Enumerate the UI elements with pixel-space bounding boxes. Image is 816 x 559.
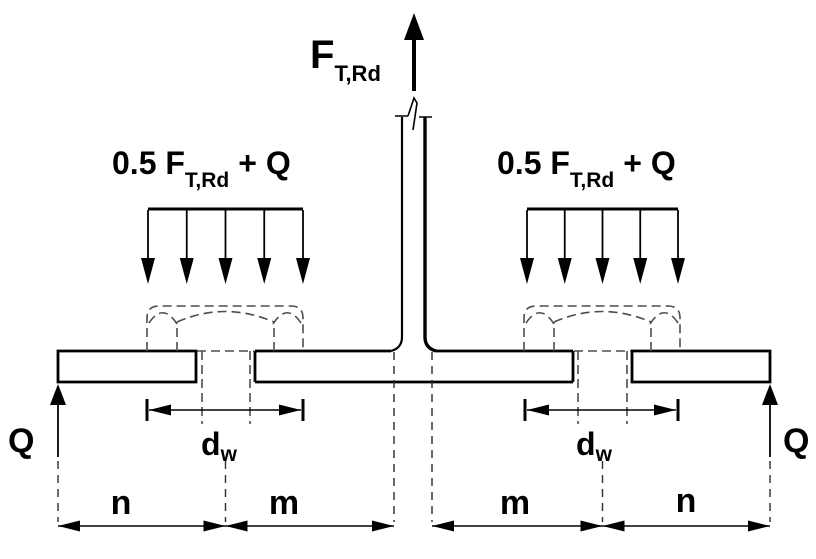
flange-middle-segment	[253, 349, 575, 384]
dim-arrow-icon	[372, 520, 394, 532]
dim-arrow-icon	[527, 404, 549, 416]
dimension-n-m-left	[58, 520, 394, 532]
prying-force-label-right: Q	[783, 422, 809, 460]
load-arrow-head-icon	[633, 258, 648, 284]
dim-label-n-right: n	[676, 482, 697, 520]
distributed-load-left	[141, 207, 310, 284]
washer-dim-label-left: dw	[201, 426, 238, 466]
load-arrow-head-icon	[257, 258, 272, 284]
dim-arrow-icon	[58, 520, 80, 532]
prying-force-label-left: Q	[8, 422, 34, 460]
q-arrow-head-icon	[50, 384, 66, 405]
distributed-load-label-right: 0.5 FT,Rd+ Q	[497, 145, 676, 192]
dim-arrow-icon	[203, 520, 226, 532]
flange-left-segment	[56, 349, 198, 384]
load-arrow-head-icon	[595, 258, 610, 284]
dim-arrow-icon	[432, 520, 454, 532]
tension-force-label: FT,Rd	[310, 33, 381, 86]
web-right-edge	[423, 117, 437, 353]
nut-dome-arc-left	[176, 310, 275, 323]
dim-arrow-icon	[654, 404, 676, 416]
dim-label-m-right: m	[500, 484, 530, 522]
tension-arrow-head-icon	[404, 13, 424, 40]
washer-dim-label-right: dw	[576, 426, 613, 466]
distributed-load-label-left: 0.5 FT,Rd+ Q	[112, 145, 291, 192]
prying-reaction-right	[762, 384, 778, 522]
load-arrow-head-icon	[218, 258, 233, 284]
nut-dome-arc-right	[553, 310, 652, 323]
prying-reaction-left	[50, 384, 66, 522]
dim-label-n-left: n	[111, 484, 132, 522]
bolt-left	[146, 305, 304, 424]
dim-arrow-icon	[748, 520, 770, 532]
q-arrow-head-icon	[762, 384, 778, 405]
nut-face-edges-right	[553, 322, 652, 351]
load-arrow-head-icon	[179, 258, 194, 284]
bolt-right	[523, 305, 681, 424]
t-stub-flange	[56, 349, 772, 384]
dim-arrow-icon	[580, 520, 603, 532]
t-stub-web	[390, 96, 437, 353]
witness-lines	[224, 352, 604, 522]
load-arrow-head-icon	[141, 258, 155, 284]
dim-arrow-icon	[279, 404, 301, 416]
bolt-shank-right	[577, 351, 628, 424]
nut-face-edges-left	[176, 322, 275, 351]
dim-arrow-icon	[149, 404, 171, 416]
load-arrow-head-icon	[520, 258, 534, 284]
load-arrow-head-icon	[557, 258, 572, 284]
tension-force-arrow	[404, 13, 424, 91]
nut-outline-left	[146, 305, 304, 351]
web-left-edge	[390, 117, 404, 353]
load-arrow-head-icon	[671, 258, 685, 284]
flange-right-segment	[630, 349, 772, 384]
nut-outline-right	[523, 305, 681, 351]
distributed-load-right	[520, 207, 685, 284]
nut-chamfer-arcs-left	[148, 311, 302, 325]
web-break-icon	[395, 96, 432, 131]
dim-arrow-icon	[225, 520, 248, 532]
dimension-dw-right	[523, 399, 680, 421]
load-arrow-head-icon	[296, 258, 310, 284]
nut-chamfer-arcs-right	[525, 311, 679, 325]
bolt-shank-left	[201, 351, 251, 424]
dim-arrow-icon	[602, 520, 625, 532]
dimension-dw-left	[145, 399, 305, 421]
dimension-m-n-right	[432, 520, 770, 532]
dim-label-m-left: m	[269, 484, 299, 522]
